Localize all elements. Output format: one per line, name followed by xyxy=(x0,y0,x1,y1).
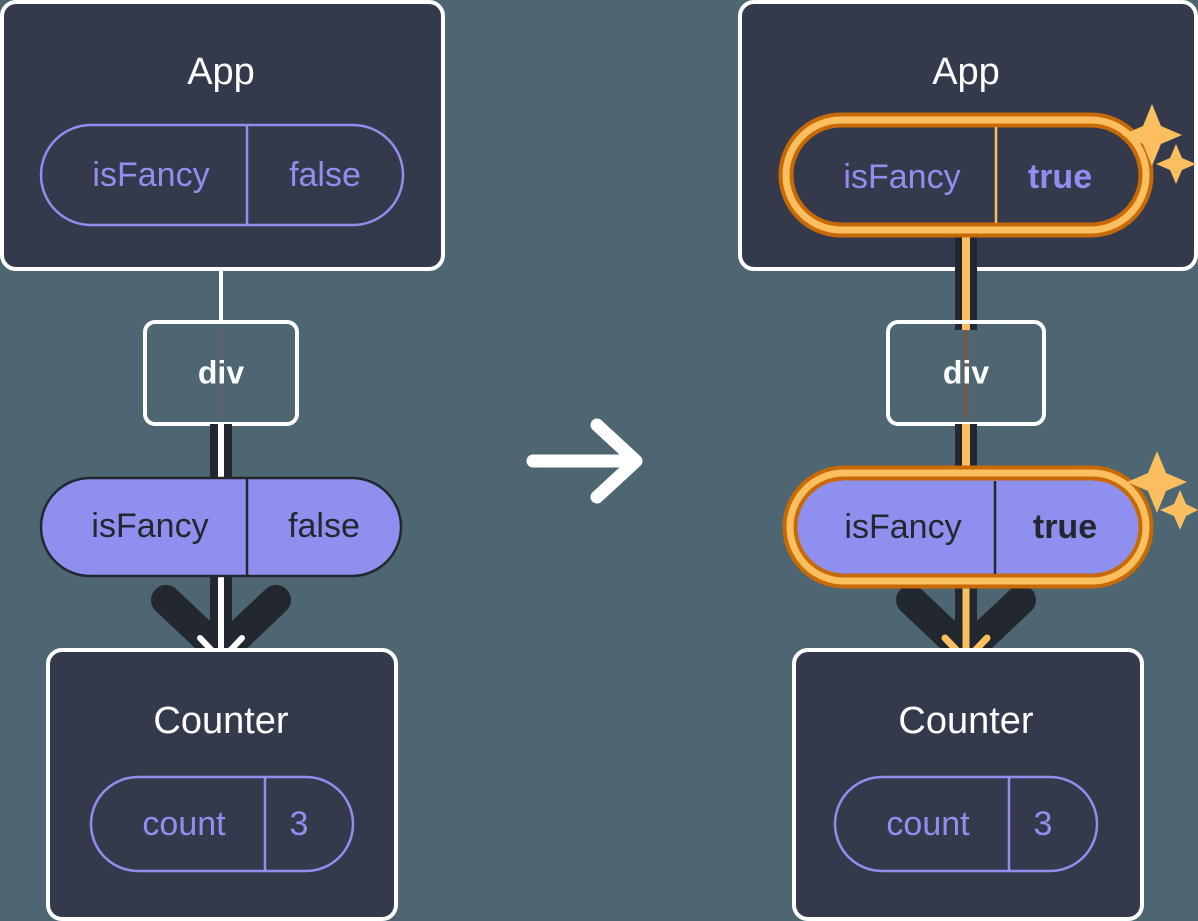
pill-key-label: count xyxy=(886,805,970,843)
app-state-pill-right: isFancy true xyxy=(778,112,1154,238)
pill-value-label: false xyxy=(289,156,361,194)
sparkle-small-icon xyxy=(1156,144,1196,184)
app-title-left: App xyxy=(187,51,255,93)
counter-card-left xyxy=(46,648,398,921)
pill-filled-shape xyxy=(39,476,403,578)
counter-state-pill-left: count 3 xyxy=(89,775,355,873)
pill-value-label: true xyxy=(1028,158,1092,196)
div-label-right: div xyxy=(943,354,989,390)
pill-highlight-inner-ring xyxy=(786,469,1150,585)
counter-state-pill-right: count 3 xyxy=(833,775,1099,873)
app-card-left xyxy=(0,0,445,271)
counter-title-right: Counter xyxy=(898,700,1034,742)
props-pill-left: isFancy false xyxy=(39,476,403,578)
props-pill-right: isFancy true xyxy=(782,465,1154,589)
app-title-right: App xyxy=(932,51,1000,93)
pill-outline-shape xyxy=(39,123,405,227)
pill-key-label: isFancy xyxy=(843,158,960,196)
pill-key-label: isFancy xyxy=(92,156,209,194)
pill-value-label: 3 xyxy=(1034,805,1053,843)
pill-value-label: 3 xyxy=(290,805,309,843)
sparkle-group-app-right xyxy=(1122,104,1196,184)
pill-key-label: count xyxy=(142,805,226,843)
pill-key-label: isFancy xyxy=(91,507,208,545)
sparkle-small-icon xyxy=(1160,490,1198,530)
pill-value-label: true xyxy=(1033,508,1097,546)
sparkle-group-props-right xyxy=(1127,451,1198,530)
div-label-left: div xyxy=(198,354,244,390)
arrow-right-icon xyxy=(526,418,643,504)
pill-key-label: isFancy xyxy=(844,508,961,546)
pill-highlight-inner-ring xyxy=(782,116,1150,234)
counter-title-left: Counter xyxy=(153,700,289,742)
pill-value-label: false xyxy=(288,507,360,545)
counter-card-right xyxy=(792,648,1144,921)
sparkle-large-icon xyxy=(1127,451,1187,513)
pill-outline-shape xyxy=(89,775,355,873)
sparkle-large-icon xyxy=(1122,104,1182,166)
pill-outline-shape xyxy=(833,775,1099,873)
app-state-pill-left: isFancy false xyxy=(39,123,405,227)
